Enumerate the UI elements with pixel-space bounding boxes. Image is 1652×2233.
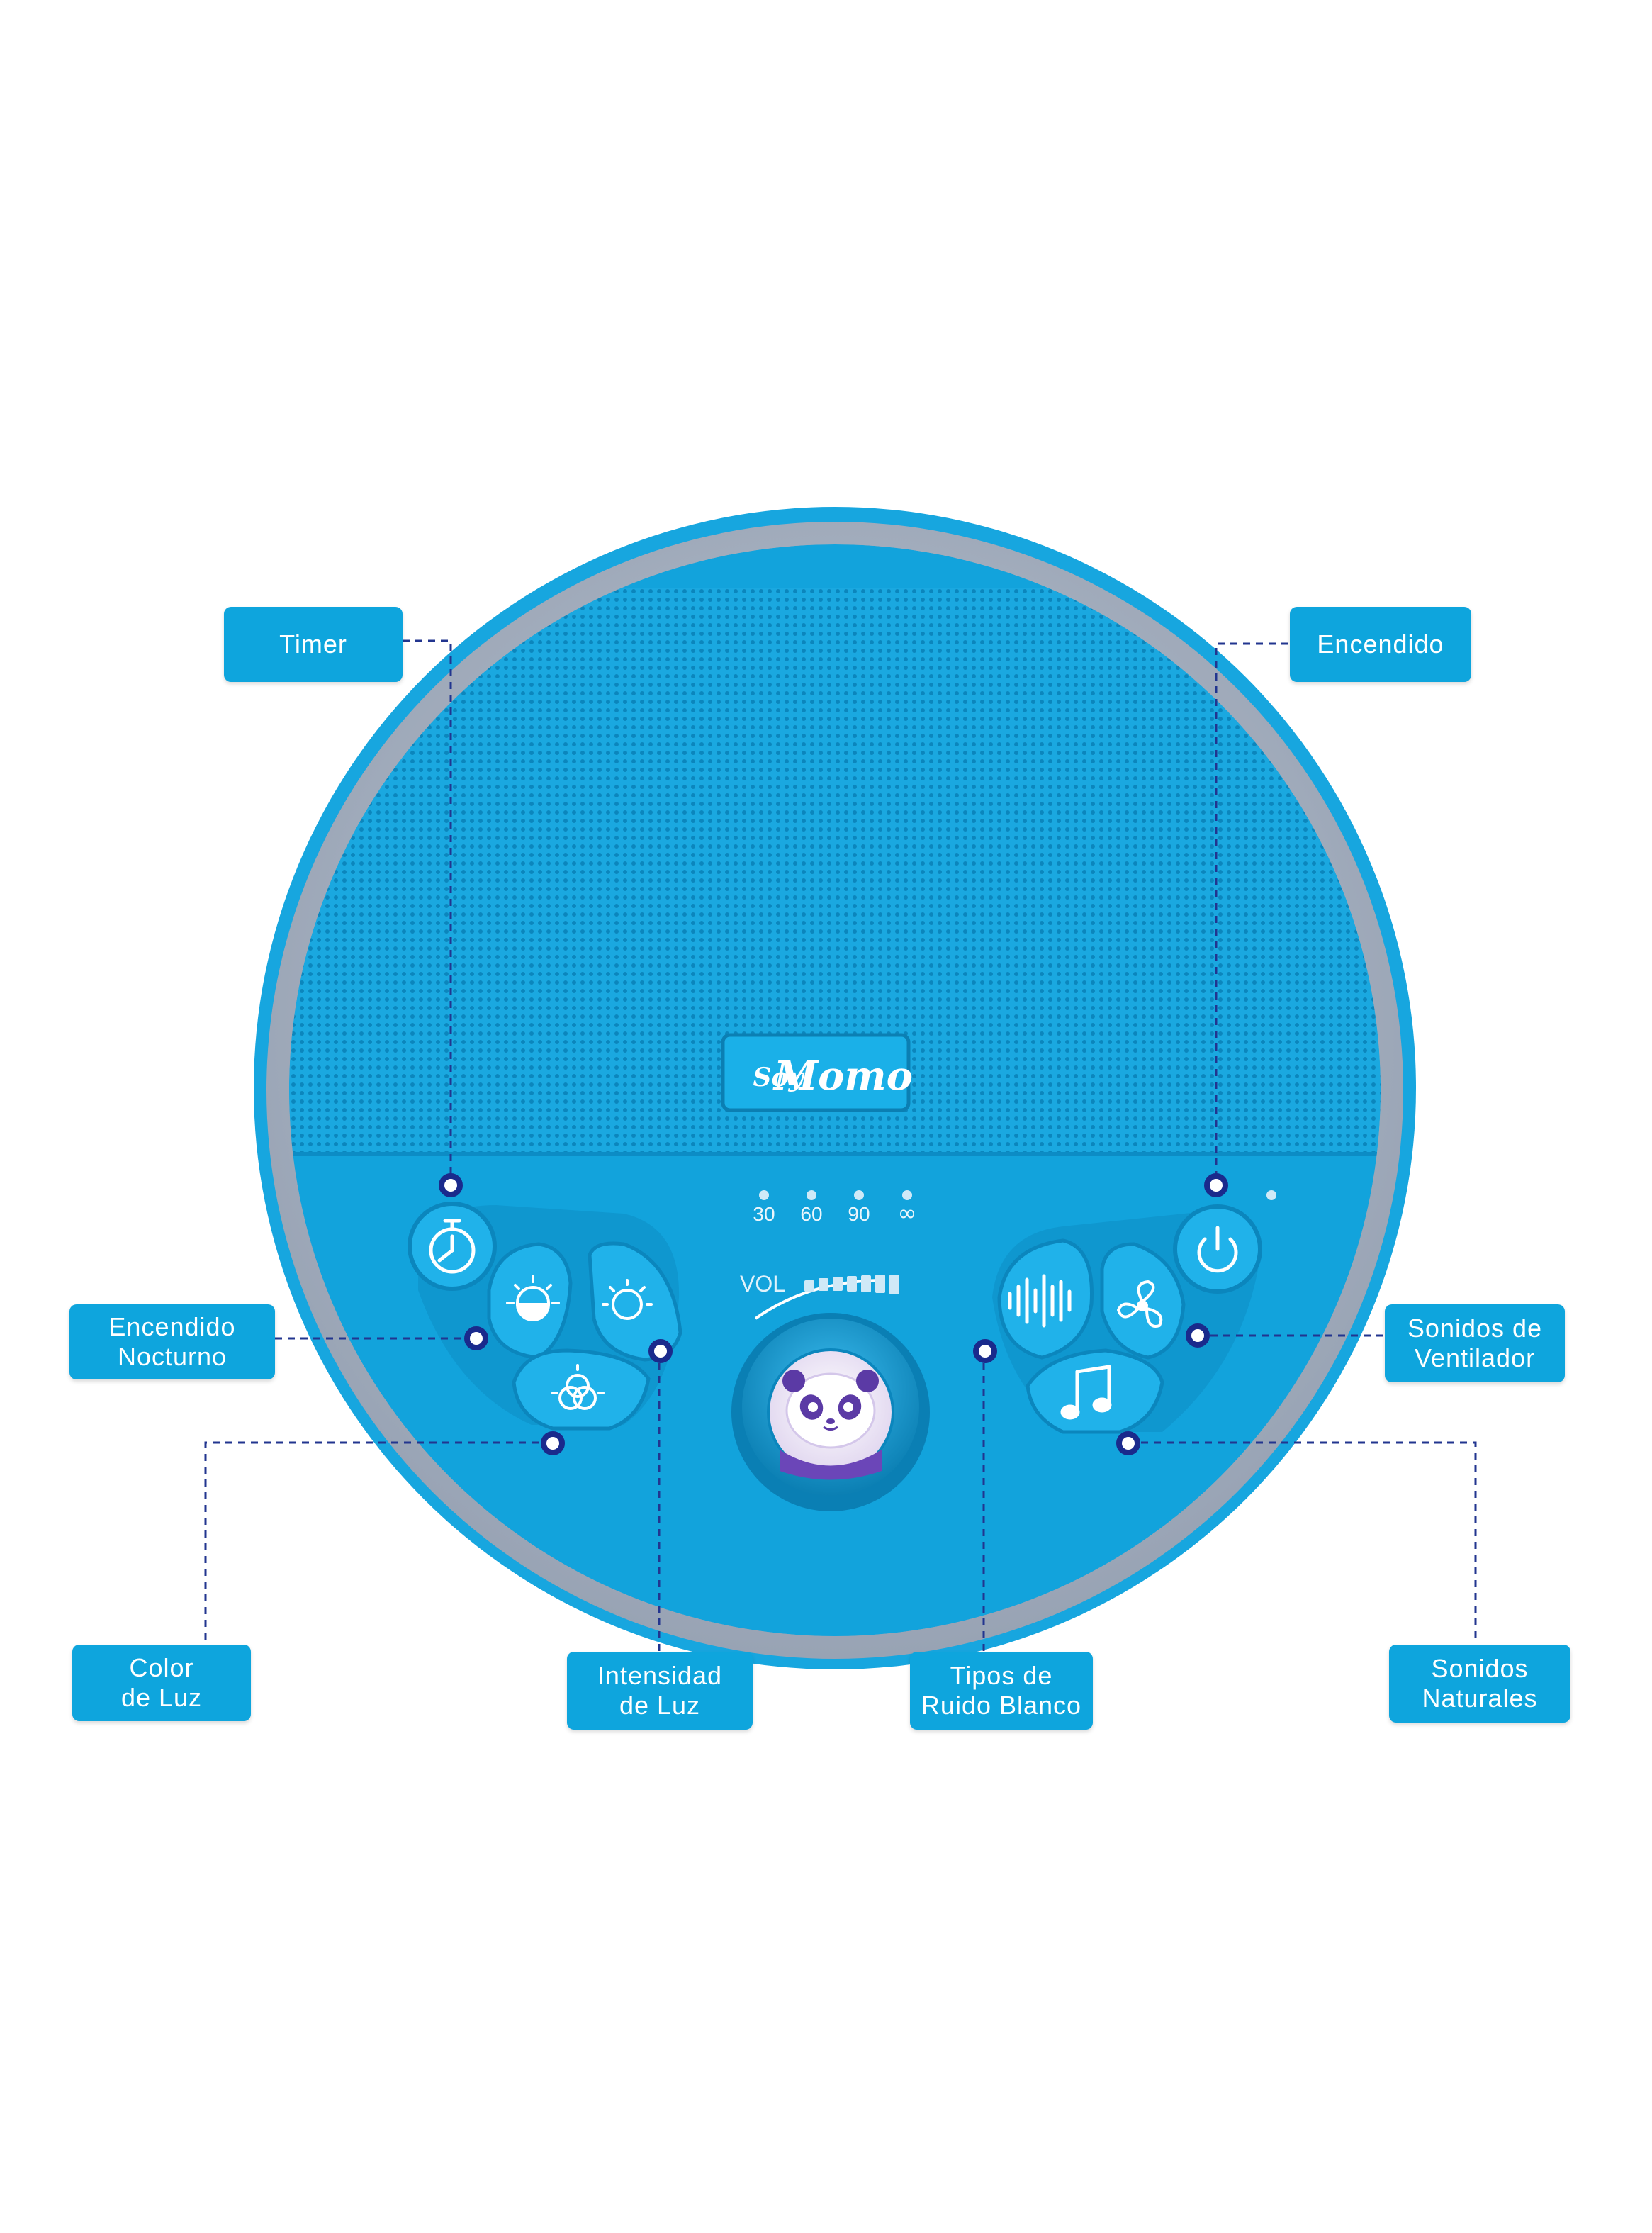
volume-control: VOL	[731, 1271, 930, 1511]
label-color-luz: Color de Luz	[72, 1645, 251, 1721]
night-light-marker	[464, 1326, 488, 1350]
power-icon	[1197, 1226, 1238, 1273]
timer-leader	[403, 639, 452, 1182]
timer-indicators: 30 60 90 ∞	[753, 1190, 1276, 1226]
music-note-icon	[1060, 1365, 1112, 1420]
intensity-marker	[648, 1339, 673, 1363]
sound-wave-icon	[1008, 1274, 1072, 1328]
timer-led-60	[807, 1190, 816, 1200]
sun-icon	[602, 1279, 653, 1320]
label-tipos-ruido: Tipos de Ruido Blanco	[910, 1652, 1093, 1730]
half-sun-icon	[506, 1275, 560, 1321]
label-timer: Timer	[224, 607, 403, 682]
stopwatch-icon	[429, 1219, 476, 1274]
label-encendido-nocturno: Encendido Nocturno	[69, 1304, 275, 1379]
timer-led-90	[854, 1190, 864, 1200]
power-led	[1266, 1190, 1276, 1200]
brand-logo: Soy Momo	[721, 1033, 913, 1112]
volume-label: VOL	[740, 1271, 785, 1297]
timer-30: 30	[753, 1203, 775, 1225]
fan-marker	[1186, 1323, 1210, 1348]
brand-name: Momo	[772, 1053, 913, 1099]
timer-60: 60	[800, 1203, 822, 1225]
night-light-button[interactable]	[487, 1242, 573, 1360]
white-noise-button[interactable]	[997, 1238, 1094, 1360]
volume-scale	[804, 1275, 899, 1294]
label-encendido: Encendido	[1290, 607, 1471, 682]
left-button-cluster	[408, 1202, 682, 1431]
nature-sounds-button[interactable]	[1026, 1348, 1164, 1434]
markers	[439, 1173, 1228, 1455]
fan-icon	[1117, 1280, 1163, 1328]
nature-marker	[1116, 1431, 1140, 1455]
timer-90: 90	[848, 1203, 870, 1225]
timer-led-infinite	[902, 1190, 912, 1200]
white-noise-marker	[973, 1339, 997, 1363]
brand-prefix: Soy	[753, 1063, 805, 1092]
color-circles-icon	[551, 1364, 605, 1410]
timer-infinite: ∞	[898, 1199, 917, 1226]
timer-button[interactable]	[408, 1202, 497, 1291]
right-button-cluster	[992, 1204, 1262, 1434]
fan-button[interactable]	[1100, 1242, 1186, 1360]
label-intensidad-luz: Intensidad de Luz	[567, 1652, 753, 1730]
volume-knob[interactable]	[731, 1313, 930, 1511]
label-sonidos-ventilador: Sonidos de Ventilador	[1385, 1304, 1565, 1382]
color-leader	[204, 1441, 551, 1643]
color-marker	[541, 1431, 565, 1455]
leader-lines	[204, 639, 1477, 1652]
label-sonidos-naturales: Sonidos Naturales	[1389, 1645, 1570, 1723]
power-button[interactable]	[1173, 1204, 1262, 1294]
panda-face-icon	[780, 1370, 882, 1480]
power-marker	[1204, 1173, 1228, 1197]
light-intensity-button[interactable]	[588, 1241, 682, 1362]
light-color-button[interactable]	[512, 1348, 651, 1431]
timer-led-30	[759, 1190, 769, 1200]
nature-leader	[1128, 1441, 1477, 1643]
timer-marker	[439, 1173, 463, 1197]
